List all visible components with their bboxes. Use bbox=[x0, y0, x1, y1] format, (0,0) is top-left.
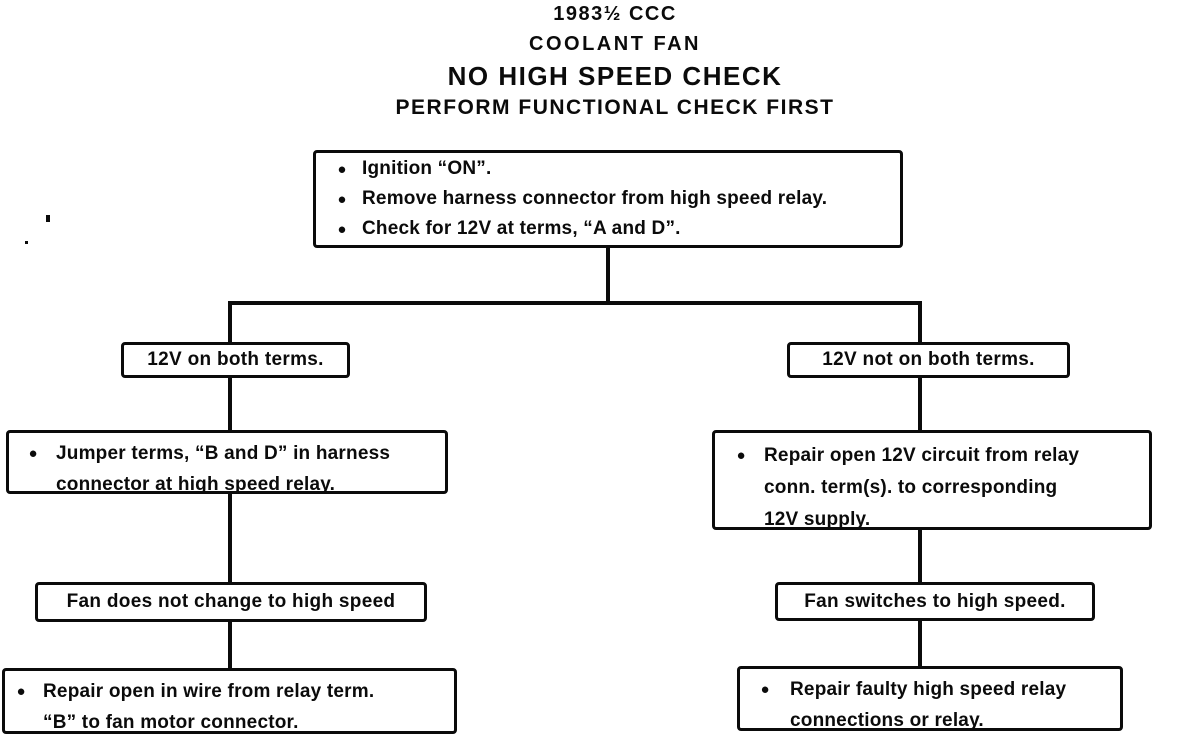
left-condition-box: 12V on both terms. bbox=[121, 342, 350, 378]
bullet-icon: ● bbox=[736, 447, 746, 464]
left-observation-box: Fan does not change to high speed bbox=[35, 582, 427, 622]
right-condition-text: 12V not on both terms. bbox=[822, 349, 1035, 370]
title-system: COOLANT FAN bbox=[529, 33, 701, 55]
title-instruction: PERFORM FUNCTIONAL CHECK FIRST bbox=[395, 96, 835, 119]
scan-speck bbox=[25, 241, 28, 244]
bullet-icon: ● bbox=[760, 681, 770, 698]
right-condition-box: 12V not on both terms. bbox=[787, 342, 1070, 378]
left-observation-text: Fan does not change to high speed bbox=[66, 591, 396, 612]
bullet-icon: ● bbox=[16, 683, 26, 700]
right-observation-text: Fan switches to high speed. bbox=[804, 590, 1066, 612]
connector-branch-horizontal bbox=[228, 301, 922, 305]
left-action-box: ● Jumper terms, “B and D” in harness con… bbox=[6, 430, 448, 495]
left-repair-text: Repair open in wire from relay term. “B”… bbox=[43, 681, 375, 733]
right-repair-text: Repair faulty high speed relay connectio… bbox=[790, 679, 1067, 731]
connector-right-3 bbox=[918, 618, 922, 669]
right-repair-primary-box: ● Repair open 12V circuit from relay con… bbox=[712, 430, 1152, 530]
title-procedure: NO HIGH SPEED CHECK bbox=[447, 61, 783, 91]
bullet-icon: ● bbox=[337, 221, 347, 238]
bullet-icon: ● bbox=[337, 161, 347, 178]
connector-left-1 bbox=[228, 376, 232, 432]
connector-right-1 bbox=[918, 376, 922, 432]
start-box: ● Ignition “ON”. ● Remove harness connec… bbox=[313, 150, 903, 248]
start-step-3-text: Check for 12V at terms, “A and D”. bbox=[362, 218, 681, 239]
start-step-3: ● Check for 12V at terms, “A and D”. bbox=[332, 214, 892, 244]
connector-right-2 bbox=[918, 528, 922, 585]
left-action-text: Jumper terms, “B and D” in harness conne… bbox=[56, 443, 391, 495]
start-step-2-text: Remove harness connector from high speed… bbox=[362, 188, 828, 209]
connector-left-drop bbox=[228, 301, 232, 345]
scan-speck bbox=[46, 215, 50, 222]
start-step-1-text: Ignition “ON”. bbox=[362, 158, 492, 179]
connector-left-2 bbox=[228, 492, 232, 584]
left-condition-text: 12V on both terms. bbox=[147, 349, 324, 370]
right-observation-box: Fan switches to high speed. bbox=[775, 582, 1095, 621]
left-repair-box: ● Repair open in wire from relay term. “… bbox=[2, 668, 457, 734]
bullet-icon: ● bbox=[28, 445, 38, 462]
start-step-1: ● Ignition “ON”. bbox=[332, 154, 892, 184]
connector-start-vertical bbox=[606, 246, 610, 305]
start-step-2: ● Remove harness connector from high spe… bbox=[332, 184, 892, 214]
bullet-icon: ● bbox=[337, 191, 347, 208]
title-model-year: 1983½ CCC bbox=[553, 3, 677, 25]
connector-left-3 bbox=[228, 620, 232, 670]
right-repair-box: ● Repair faulty high speed relay connect… bbox=[737, 666, 1123, 731]
connector-right-drop bbox=[918, 301, 922, 345]
page-title: 1983½ CCC COOLANT FAN NO HIGH SPEED CHEC… bbox=[23, 2, 1184, 121]
right-repair-primary-text: Repair open 12V circuit from relay conn.… bbox=[764, 445, 1080, 530]
